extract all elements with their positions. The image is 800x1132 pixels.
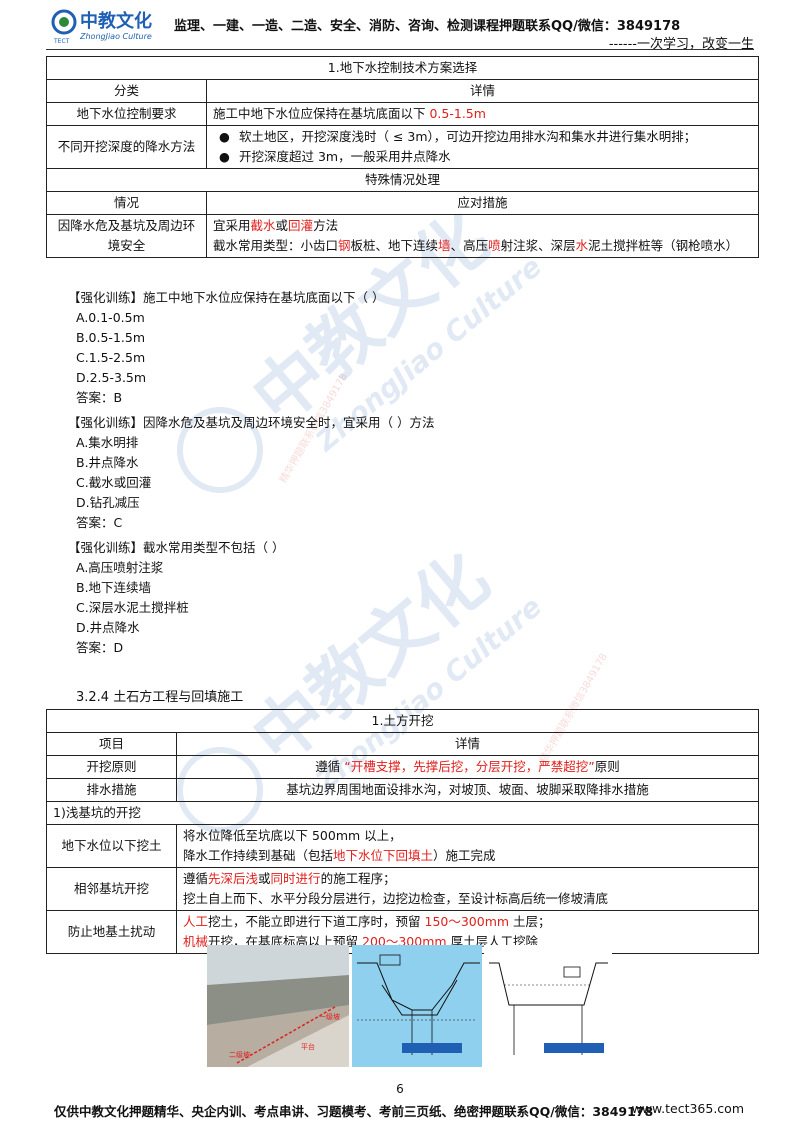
header-divider (46, 49, 754, 50)
column-header: 情况 (46, 191, 207, 215)
row-detail: 基坑边界周围地面设排水沟，对坡顶、坡面、坡脚采取降排水措施 (176, 778, 759, 802)
table-row: 开挖原则 遵循 “开槽支撑，先撑后挖，分层开挖，严禁超挖”原则 (46, 755, 759, 779)
excavation-diagram (352, 945, 482, 1067)
subsection-title: 1)浅基坑的开挖 (46, 801, 759, 825)
row-detail: 遵循 “开槽支撑，先撑后挖，分层开挖，严禁超挖”原则 (176, 755, 759, 779)
footer-ad-text: 仅供中教文化押题精华、央企内训、考点串讲、习题模考、考前三页纸、绝密押题联系QQ… (54, 1104, 654, 1119)
table-row: 相邻基坑开挖 遵循先深后浅或同时进行的施工程序； 挖土自上而下、水平分段分层进行… (46, 867, 759, 911)
section-title: 特殊情况处理 (46, 168, 759, 192)
answer: 答案：D (76, 640, 124, 655)
groundwater-control-table: 1.地下水控制技术方案选择 分类 详情 地下水位控制要求 施工中地下水位应保持在… (46, 56, 759, 258)
excavation-slope-photo: 一级坡 平台 二级坡 (207, 945, 349, 1067)
row-label: 防止地基土扰动 (46, 910, 177, 954)
page-header: 中教文化 ZhongJiao Culture TECT 监理、一建、一造、二造、… (0, 0, 800, 52)
table-title: 1.地下水控制技术方案选择 (46, 56, 759, 80)
option: B.地下连续墙 (76, 580, 152, 595)
table-title: 1.土方开挖 (46, 709, 759, 733)
row-label: 因降水危及基坑及周边环境安全 (46, 214, 207, 258)
option: D.钻孔减压 (76, 495, 140, 510)
table-row: 排水措施 基坑边界周围地面设排水沟，对坡顶、坡面、坡脚采取降排水措施 (46, 778, 759, 802)
footer-url: www.tect365.com (631, 1101, 744, 1116)
answer: 答案：B (76, 390, 123, 405)
svg-text:一级坡: 一级坡 (319, 1012, 340, 1021)
bullet-item: ●开挖深度超过 3m，一般采用井点降水 (219, 149, 451, 164)
row-label: 相邻基坑开挖 (46, 867, 177, 911)
row-detail: 遵循先深后浅或同时进行的施工程序； 挖土自上而下、水平分段分层进行，边挖边检查，… (176, 867, 759, 911)
earthwork-excavation-table: 1.土方开挖 项目 详情 开挖原则 遵循 “开槽支撑，先撑后挖，分层开挖，严禁超… (46, 709, 759, 954)
svg-text:ZhongJiao Culture: ZhongJiao Culture (79, 32, 152, 41)
option: C.1.5-2.5m (76, 350, 146, 365)
svg-text:平台: 平台 (301, 1042, 315, 1051)
bullet-item: ●软土地区，开挖深度浅时（ ≤ 3m），可边开挖边用排水沟和集水井进行集水明排； (219, 129, 697, 144)
table-row: 不同开挖深度的降水方法 ●软土地区，开挖深度浅时（ ≤ 3m），可边开挖边用排水… (46, 125, 759, 169)
svg-text:中教文化: 中教文化 (80, 10, 152, 32)
option: C.截水或回灌 (76, 475, 152, 490)
question-text: 【强化训练】截水常用类型不包括（ ） (68, 540, 285, 555)
question-text: 【强化训练】施工中地下水位应保持在基坑底面以下（ ） (68, 290, 385, 305)
row-label: 不同开挖深度的降水方法 (46, 125, 207, 169)
svg-text:二级坡: 二级坡 (229, 1050, 250, 1059)
option: B.井点降水 (76, 455, 139, 470)
option: A.0.1-0.5m (76, 310, 145, 325)
column-header: 分类 (46, 79, 207, 103)
logo: 中教文化 ZhongJiao Culture TECT (51, 9, 152, 45)
column-header: 项目 (46, 732, 177, 756)
row-detail: 宜采用截水或回灌方法 截水常用类型：小齿口钢板桩、地下连续墙、高压喷射注浆、深层… (206, 214, 759, 258)
header-ad-text: 监理、一建、一造、二造、安全、消防、咨询、检测课程押题联系QQ/微信：38491… (174, 19, 681, 34)
header-slogan: ------一次学习，改变一生 (608, 37, 754, 52)
row-detail: 将水位降低至坑底以下 500mm 以上， 降水工作持续到基础（包括地下水位下回填… (176, 824, 759, 868)
table-row: 地下水位以下挖土 将水位降低至坑底以下 500mm 以上， 降水工作持续到基础（… (46, 824, 759, 868)
row-label: 地下水位以下挖土 (46, 824, 177, 868)
option: B.0.5-1.5m (76, 330, 145, 345)
table-row: 因降水危及基坑及周边环境安全 宜采用截水或回灌方法 截水常用类型：小齿口钢板桩、… (46, 214, 759, 258)
row-detail: ●软土地区，开挖深度浅时（ ≤ 3m），可边开挖边用排水沟和集水井进行集水明排；… (206, 125, 759, 169)
option: A.高压喷射注浆 (76, 560, 164, 575)
row-detail: 施工中地下水位应保持在基坑底面以下 0.5-1.5m (206, 102, 759, 126)
option: A.集水明排 (76, 435, 139, 450)
row-label: 地下水位控制要求 (46, 102, 207, 126)
column-header: 详情 (176, 732, 759, 756)
svg-text:TECT: TECT (53, 38, 70, 45)
row-label: 排水措施 (46, 778, 177, 802)
table-row: 地下水位控制要求 施工中地下水位应保持在基坑底面以下 0.5-1.5m (46, 102, 759, 126)
excavation-diagram (484, 945, 612, 1067)
option: D.2.5-3.5m (76, 370, 147, 385)
column-header: 详情 (206, 79, 759, 103)
row-label: 开挖原则 (46, 755, 177, 779)
question-text: 【强化训练】因降水危及基坑及周边环境安全时，宜采用（ ）方法 (68, 415, 435, 430)
option: D.井点降水 (76, 620, 140, 635)
column-header: 应对措施 (206, 191, 759, 215)
section-heading: 3.2.4 土石方工程与回填施工 (76, 690, 244, 705)
page-number: 6 (396, 1082, 404, 1096)
question-block: 【强化训练】因降水危及基坑及周边环境安全时，宜采用（ ）方法 A.集水明排 B.… (68, 413, 434, 533)
option: C.深层水泥土搅拌桩 (76, 600, 189, 615)
question-block: 【强化训练】截水常用类型不包括（ ） A.高压喷射注浆 B.地下连续墙 C.深层… (68, 538, 284, 658)
question-block: 【强化训练】施工中地下水位应保持在基坑底面以下（ ） A.0.1-0.5m B.… (68, 288, 384, 408)
answer: 答案：C (76, 515, 123, 530)
